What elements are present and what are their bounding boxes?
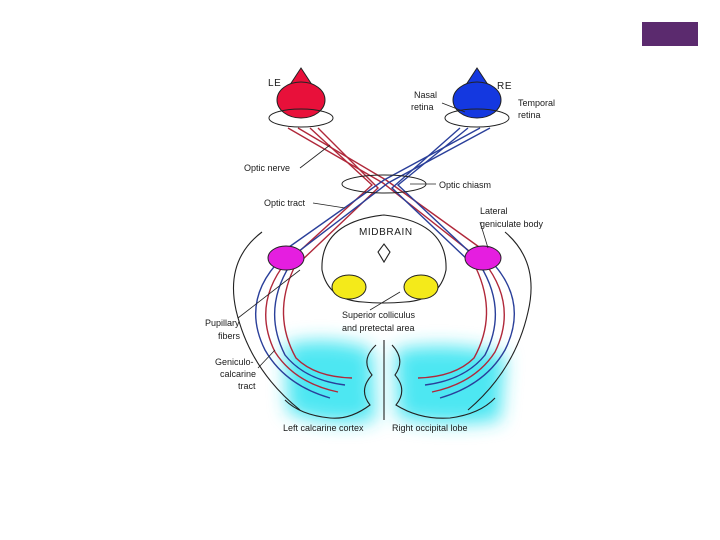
right-radiation-red-1 [431,261,505,393]
left-radiation-blue-1 [254,257,331,399]
right-radiation-red-2 [417,267,488,379]
label-pupillary-1: Pupillary [205,318,240,328]
le-nerve-red-2 [297,127,487,253]
left-radiation-red-1 [265,261,339,393]
right-eye-globe [452,81,502,119]
label-nasal-retina-1: Nasal [414,90,437,100]
label-optic-tract: Optic tract [264,198,306,208]
aqueduct [377,243,391,264]
label-optic-nerve: Optic nerve [244,163,290,173]
label-temporal-retina-2: retina [518,110,541,120]
right-eye [444,67,510,128]
optic-nerves [281,127,491,263]
right-radiation-blue-1 [439,257,516,399]
leader-nasal-retina [441,102,466,113]
corner-tab [642,22,698,46]
label-left-calcarine: Left calcarine cortex [283,423,364,433]
occipital-lobes [284,340,496,420]
midbrain [321,214,447,304]
midbrain-outline [321,214,447,304]
right-cortex-glow [395,346,505,424]
right-lgb [464,245,502,271]
le-nerve-red-1 [287,127,479,259]
re-nerve-blue-4 [390,127,471,263]
right-eye-retina [444,108,510,128]
right-lobe-outline [391,344,496,419]
label-temporal-retina-1: Temporal [518,98,555,108]
left-colliculus [331,274,367,300]
left-radiation-blue-2 [274,264,346,386]
label-lgb-1: Lateral [480,206,508,216]
label-midbrain: MIDBRAIN [359,227,413,238]
left-eye-retina [268,108,334,128]
label-geniculocalcarine-2: calcarine [220,369,256,379]
re-nerve-blue-3 [396,127,477,259]
label-optic-chiasm: Optic chiasm [439,180,491,190]
cortex-glow [285,341,505,424]
left-radiation-red-2 [282,267,353,379]
hemisphere-outlines [232,231,532,411]
left-lgb [267,245,305,271]
label-colliculus-2: and pretectal area [342,323,415,333]
label-right-occipital: Right occipital lobe [392,423,468,433]
corner-tab-fill [642,22,698,46]
label-le: LE [268,78,281,89]
label-geniculocalcarine-3: tract [238,381,256,391]
le-nerve-red-4 [299,127,380,263]
left-eye-globe [276,81,326,119]
le-nerve-red-3 [291,127,374,259]
leader-lgb [479,221,489,249]
label-pupillary-2: fibers [218,331,241,341]
leader-optic-nerve [299,144,331,169]
leader-lines [237,102,489,369]
left-eye [268,67,334,128]
label-nasal-retina-2: retina [411,102,434,112]
label-lgb-2: geniculate body [480,219,544,229]
label-colliculus-1: Superior colliculus [342,310,416,320]
right-colliculus [403,274,439,300]
label-re: RE [497,81,512,92]
leader-geniculocalcarine [257,349,276,369]
left-hemisphere-arc [232,231,301,411]
leader-pupillary [237,269,301,319]
optic-radiations [254,257,516,399]
label-geniculocalcarine-1: Geniculo- [215,357,254,367]
right-radiation-blue-2 [424,264,496,386]
leader-colliculus [369,291,401,311]
re-nerve-blue-2 [281,127,481,253]
leader-optic-tract [312,202,346,209]
re-nerve-blue-1 [289,127,491,259]
right-hemisphere-arc [467,231,532,411]
left-lobe-outline [284,344,377,419]
